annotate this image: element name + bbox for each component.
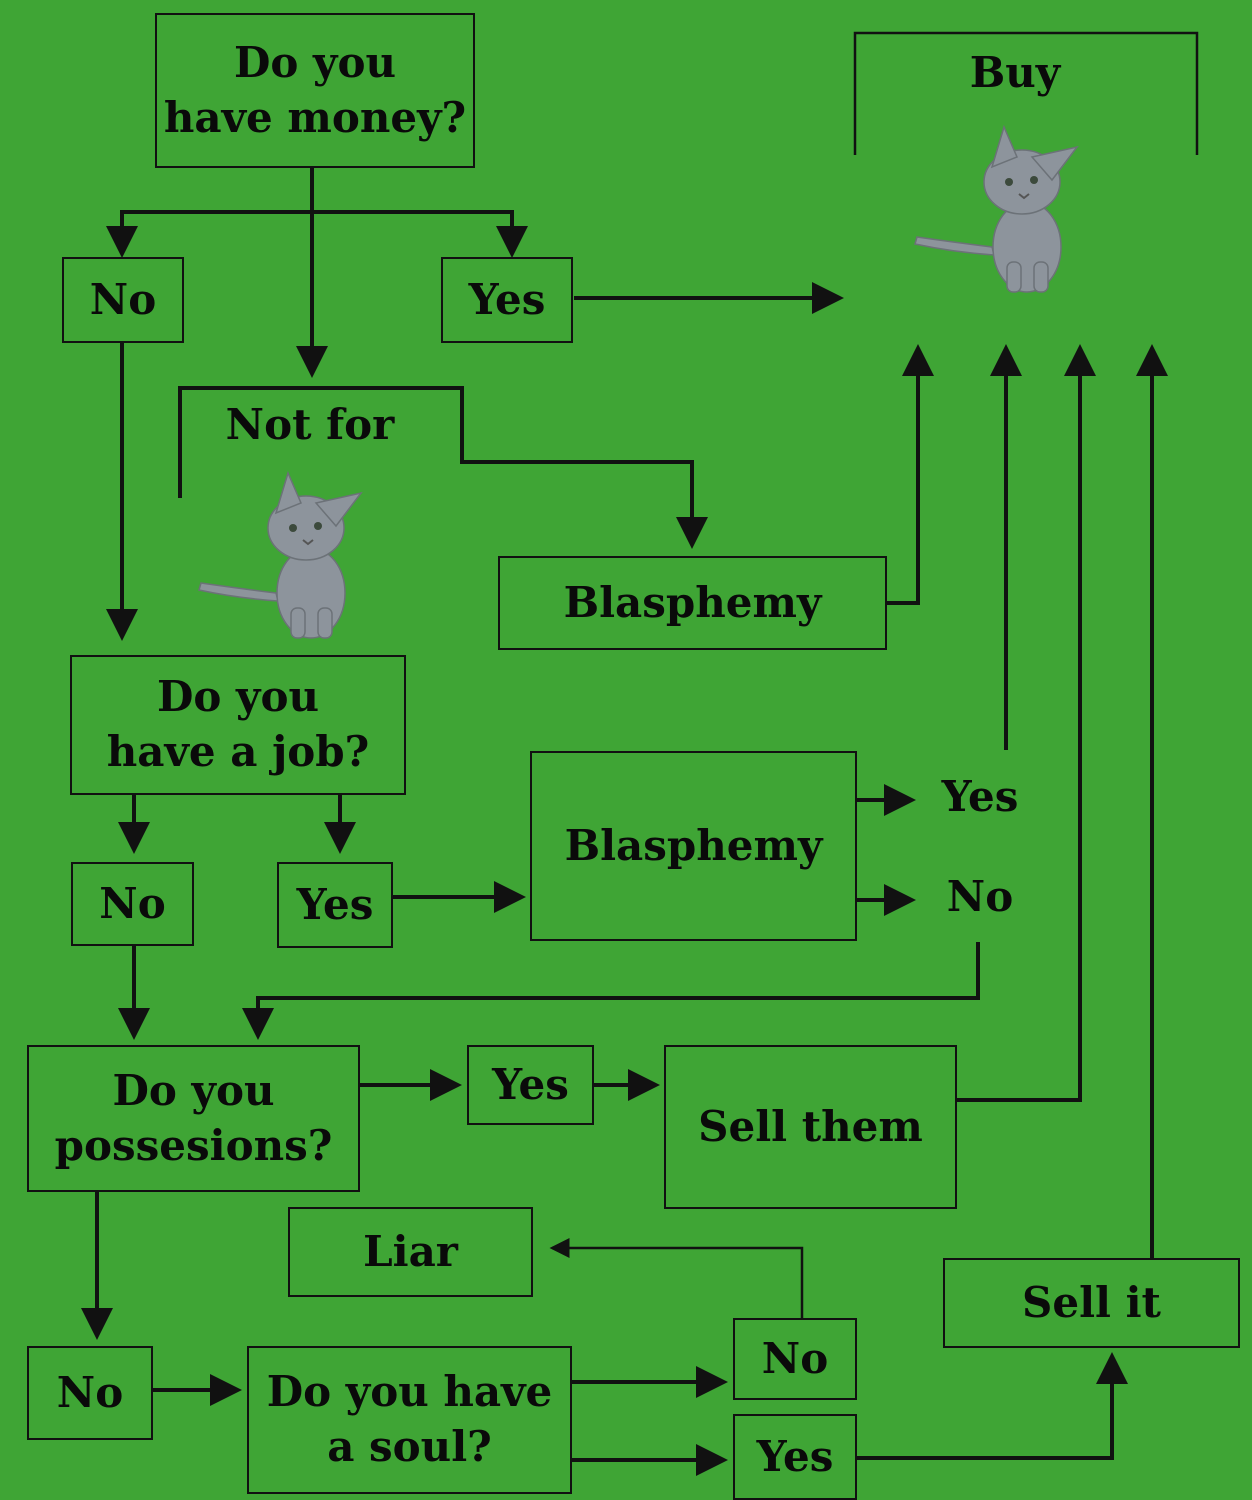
arrow-money-to-no <box>106 210 312 258</box>
answer-money-no: No <box>62 257 184 343</box>
answer-soul-yes: Yes <box>733 1414 857 1500</box>
answer-soul-no: No <box>733 1318 857 1400</box>
node-sell-it: Sell it <box>943 1258 1240 1348</box>
cat-icon <box>914 124 1079 293</box>
arrow-money-to-yes <box>312 210 528 258</box>
label-buy: Buy <box>969 48 1061 97</box>
question-have-money: Do you have money? <box>155 13 475 168</box>
arrow-soul-yes-to-sell-it <box>857 1352 1128 1460</box>
node-liar: Liar <box>288 1207 533 1297</box>
label-not-for: Not for <box>225 400 395 449</box>
answer-possessions-no: No <box>27 1346 153 1440</box>
answer-money-yes: Yes <box>441 257 573 343</box>
answer-job-yes: Yes <box>277 862 393 948</box>
connector-not-for-bracket <box>178 386 708 549</box>
node-sell-them: Sell them <box>664 1045 957 1209</box>
arrow-blasphemy-no-to-possessions <box>242 942 980 1040</box>
answer-job-no: No <box>71 862 194 946</box>
arrow-sell-them-to-buy <box>957 344 1096 1102</box>
arrow-blasphemy-top-to-buy <box>887 344 934 605</box>
arrow-soul-no-to-liar <box>549 1238 804 1318</box>
question-have-job: Do you have a job? <box>70 655 406 795</box>
question-possessions: Do you possesions? <box>27 1045 360 1192</box>
question-have-soul: Do you have a soul? <box>247 1346 572 1494</box>
label-blasphemy-no: No <box>946 872 1014 921</box>
buy-bracket <box>853 31 1199 155</box>
cat-icon <box>198 470 363 639</box>
node-blasphemy-top: Blasphemy <box>498 556 887 650</box>
label-blasphemy-yes: Yes <box>941 772 1019 821</box>
node-blasphemy-mid: Blasphemy <box>530 751 857 941</box>
answer-possessions-yes: Yes <box>467 1045 594 1125</box>
